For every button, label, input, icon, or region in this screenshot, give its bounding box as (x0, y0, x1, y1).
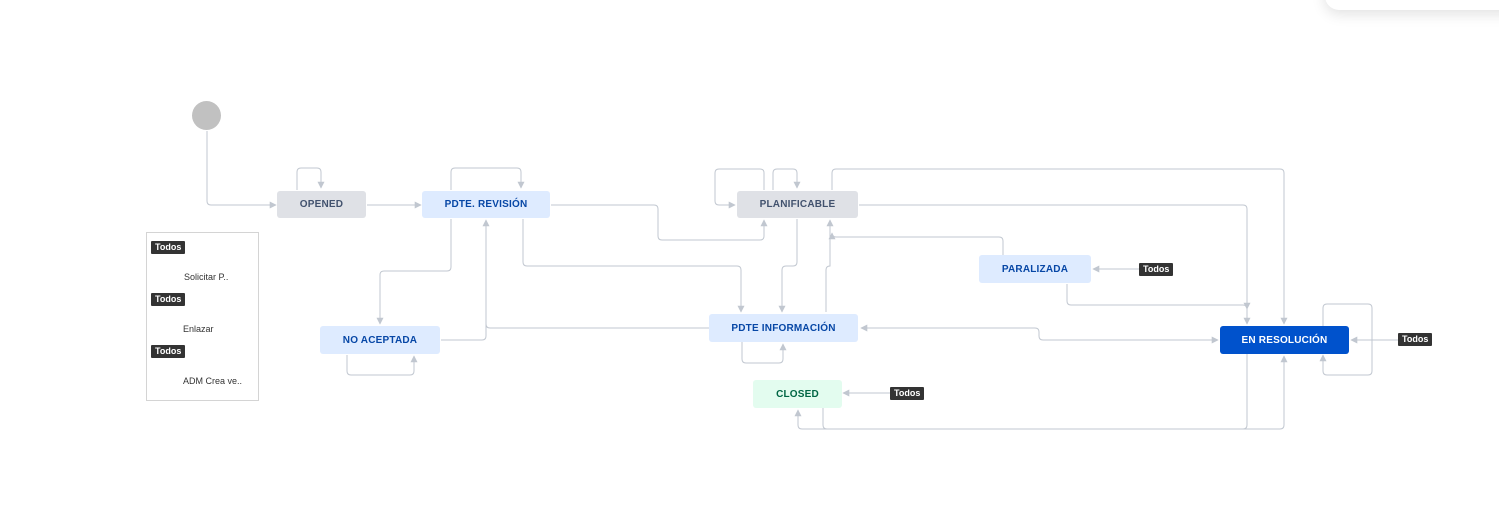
edge-start-opened (206, 131, 277, 209)
status-paralizada[interactable]: PARALIZADA (979, 255, 1091, 283)
global-transition-badge-resolucion[interactable]: Todos (1398, 333, 1433, 346)
edge-noaceptada-loop (346, 355, 418, 376)
edge-informacion-revision (485, 323, 709, 329)
transitions-legend (146, 232, 259, 401)
legend-badge-1[interactable]: Todos (151, 241, 186, 254)
edge-revision-noaceptada (376, 219, 452, 325)
status-no-aceptada[interactable]: NO ACEPTADA (320, 326, 440, 354)
edge-revision-informacion (522, 219, 745, 313)
floating-panel-edge (1325, 0, 1499, 10)
edge-informacion-planificable (825, 219, 834, 312)
edge-informacion-resolucion (860, 324, 1140, 341)
legend-badge-3[interactable]: Todos (151, 345, 186, 358)
edge-planificable-informacion (778, 219, 798, 313)
legend-label-enlazar: Enlazar (183, 324, 214, 334)
status-closed[interactable]: CLOSED (753, 380, 842, 408)
edge-paralizada-planificable (828, 232, 1004, 255)
legend-label-solicitar: Solicitar P.. (184, 272, 229, 282)
status-pdte-revision[interactable]: PDTE. REVISIÓN (422, 191, 550, 218)
edge-paralizada-resolucion (1066, 284, 1251, 310)
edge-opened-loop (296, 167, 325, 190)
global-transition-badge-paralizada[interactable]: Todos (1139, 263, 1174, 276)
edge-informacion-loop (741, 342, 787, 364)
edge-revision-loop (450, 167, 525, 190)
edge-resolucion-closed (794, 354, 1248, 430)
status-opened[interactable]: OPENED (277, 191, 366, 218)
status-en-resolucion[interactable]: EN RESOLUCIÓN (1220, 326, 1349, 354)
edge-planificable-resolucion-top (831, 168, 1288, 325)
edge-planificable-loop-b (772, 168, 801, 190)
status-planificable[interactable]: PLANIFICABLE (737, 191, 858, 218)
legend-label-adm-crea: ADM Crea ve.. (183, 376, 243, 386)
global-transition-badge-closed[interactable]: Todos (890, 387, 925, 400)
start-node (192, 101, 221, 130)
edge-revision-planificable (551, 204, 768, 241)
edge-planificable-loop-a (714, 168, 765, 209)
edge-planificable-resolucion (859, 204, 1251, 325)
edge-noaceptada-revision (441, 219, 490, 341)
edge-closed-resolucion (822, 355, 1288, 430)
legend-badge-2[interactable]: Todos (151, 293, 186, 306)
status-pdte-informacion[interactable]: PDTE INFORMACIÓN (709, 314, 858, 342)
